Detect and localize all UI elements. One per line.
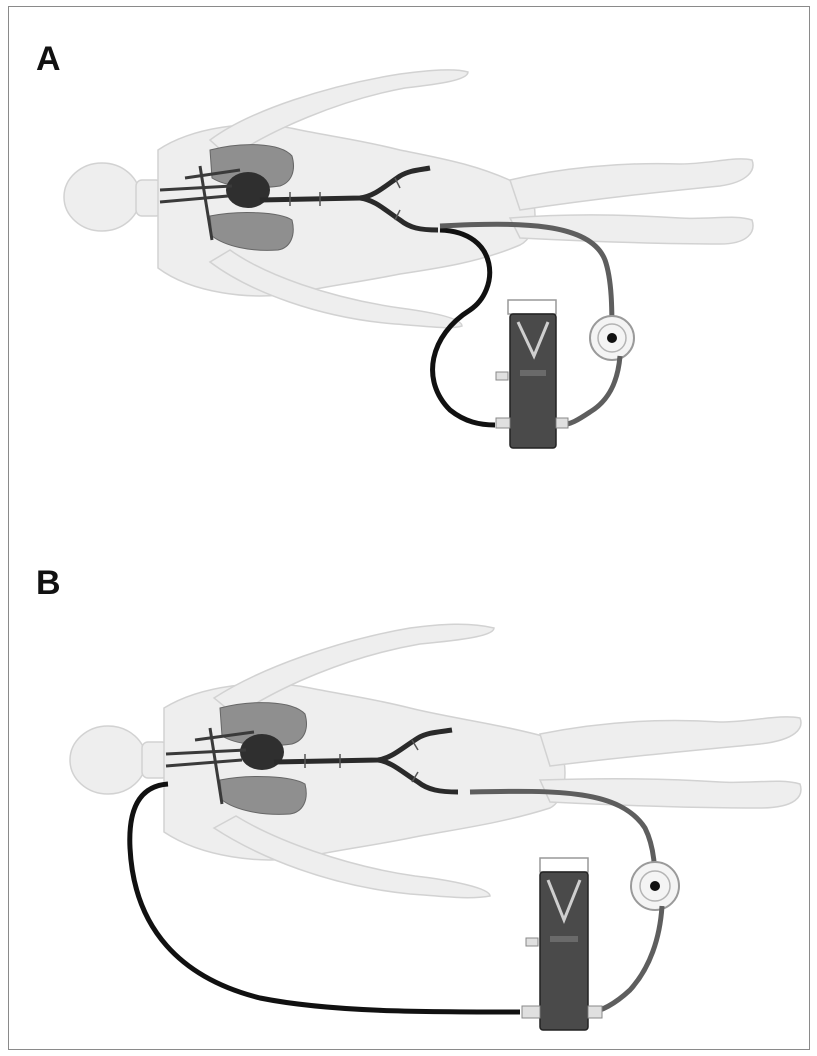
heart-b: [240, 734, 284, 770]
panel-a-diagram: [0, 0, 817, 500]
panel-b-diagram: [0, 528, 817, 1056]
oxygenator-a: [496, 300, 568, 448]
patient-body-a: [64, 70, 753, 328]
pump-outlet-tube-a: [560, 356, 620, 425]
patient-body-b: [70, 624, 801, 897]
oxygenator-b: [522, 858, 602, 1030]
heart-a: [226, 172, 270, 208]
centrifugal-pump-b: [631, 862, 679, 910]
pump-outlet-tube-b: [590, 906, 662, 1012]
centrifugal-pump-a: [590, 316, 634, 360]
